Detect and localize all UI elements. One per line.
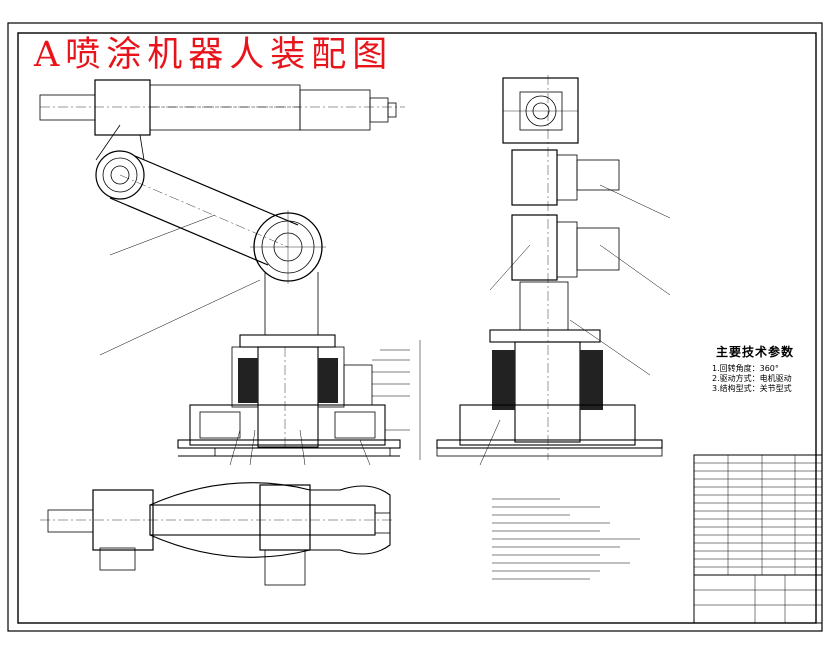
inner-border [17,32,817,624]
spec-item-structure: 3.结构型式：关节型式 [712,384,792,393]
side-view [419,75,671,466]
spec-title: 主要技术参数 [716,345,795,359]
top-view [40,482,395,586]
technical-notes [492,498,640,580]
title-block [693,454,823,624]
outer-border [7,22,823,632]
drawing-title: A喷涂机器人装配图 [34,35,394,75]
spec-item-drive: 2.驱动方式：电机驱动 [712,374,792,383]
spec-item-rotation: 1.回转角度：360° [712,364,779,373]
front-view [39,79,410,466]
